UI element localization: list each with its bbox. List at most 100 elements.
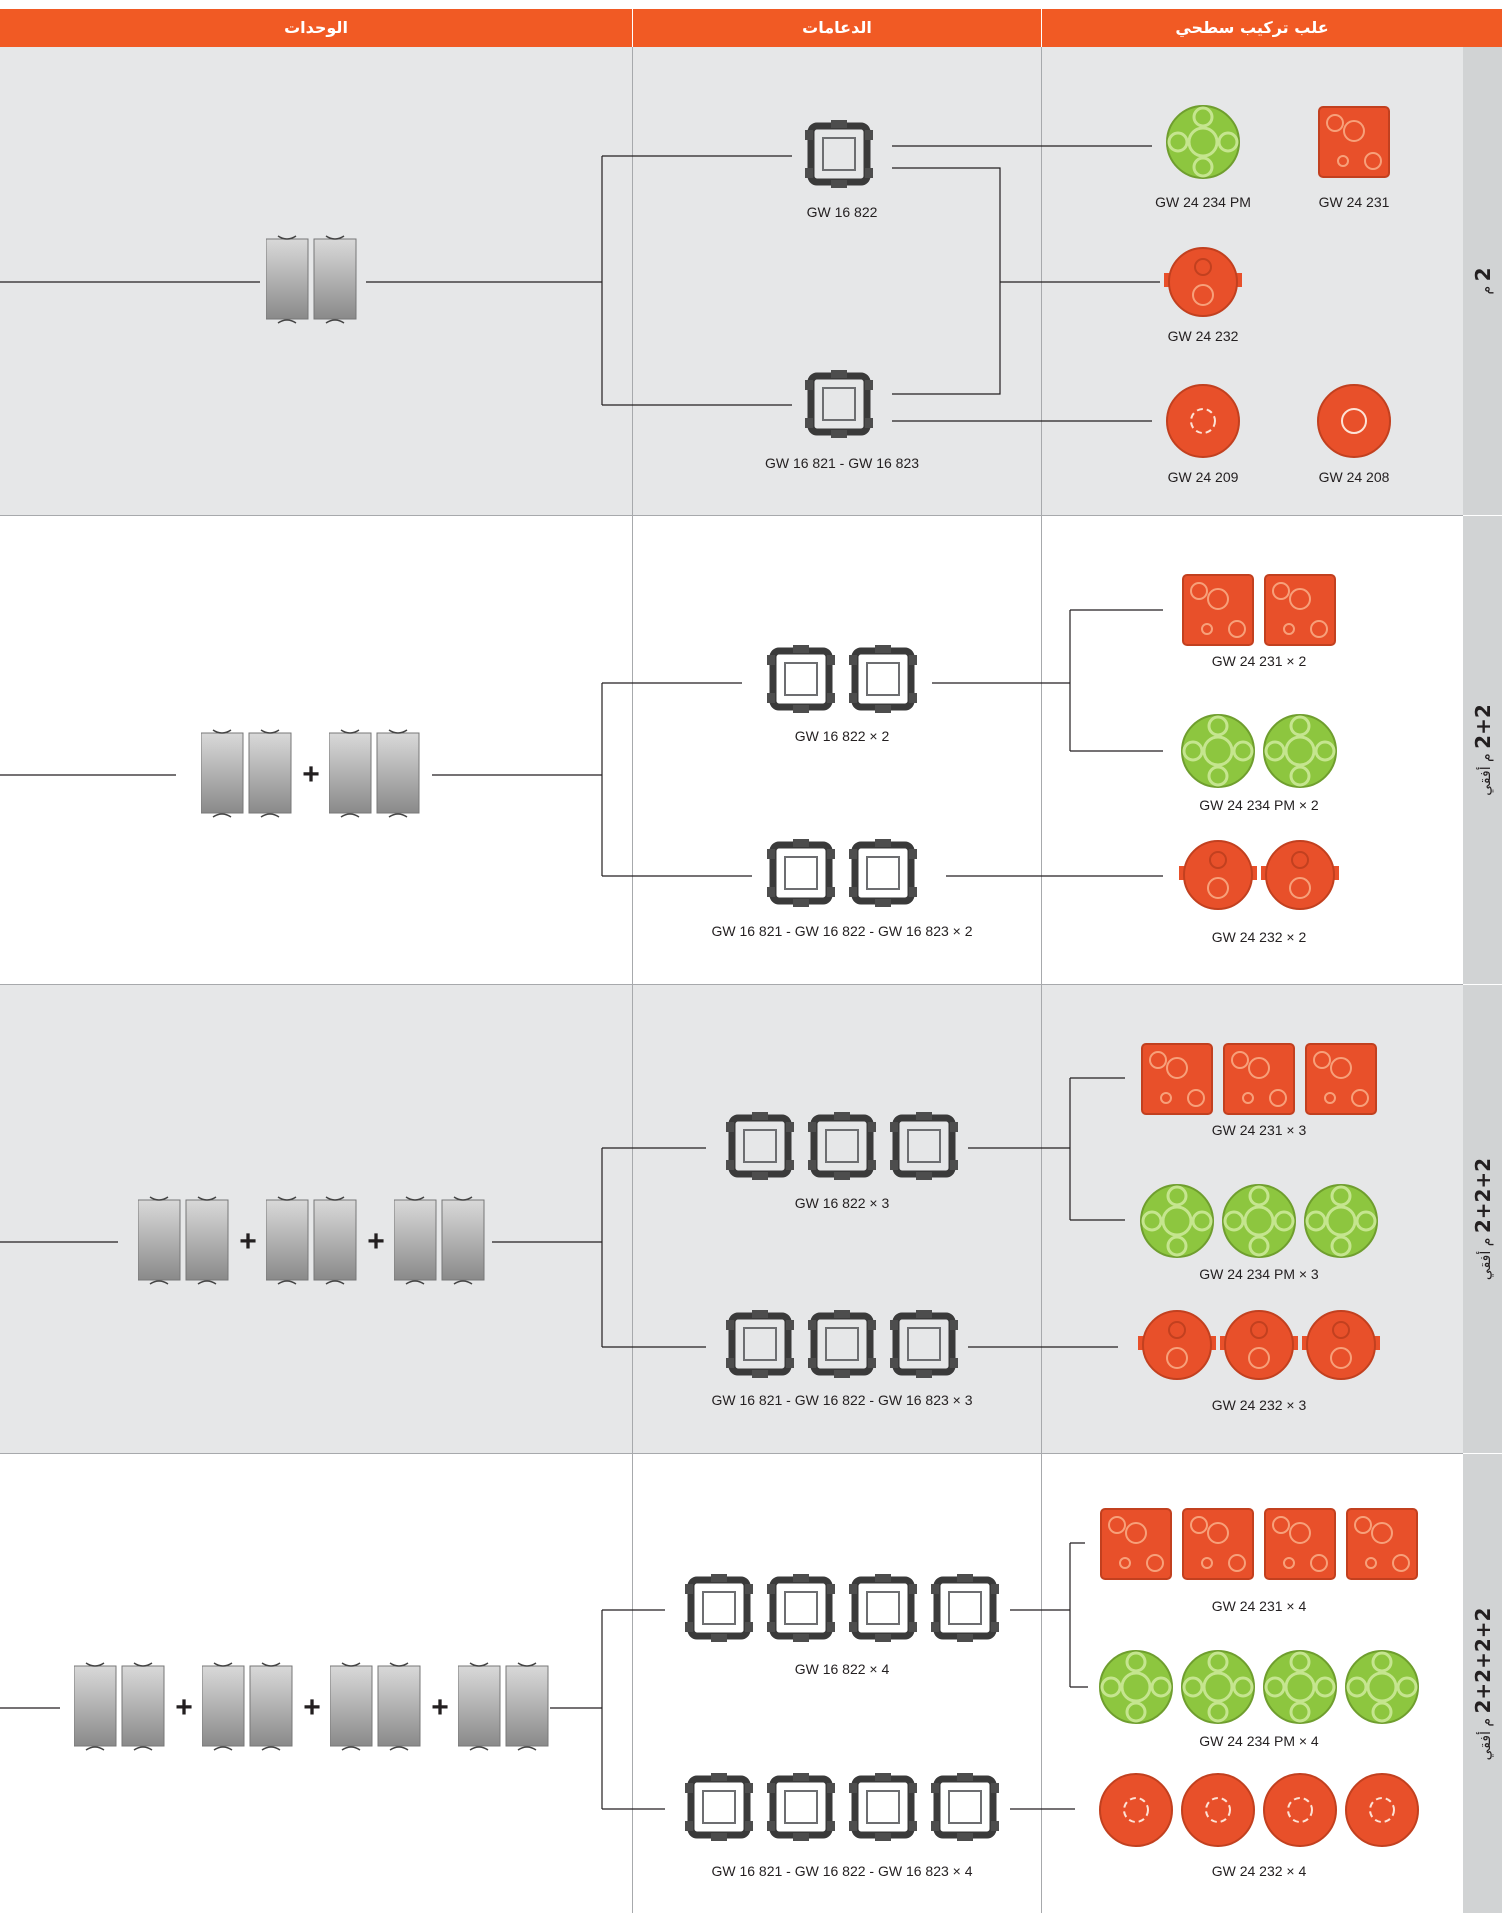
header-divider [1041,9,1042,47]
header-units: الوحدات [284,18,348,37]
box-code: GW 24 208 [1318,469,1390,485]
red-round-box-icon [1261,838,1339,919]
header-boxes: علب تركيب سطحي [1175,18,1329,37]
red-round-box-icon [1164,245,1242,326]
header-supports: الدعامات [802,18,872,37]
support-frame-icon [683,1574,755,1649]
support-frame-icon [683,1773,755,1848]
plus-sign: + [175,1691,193,1724]
plus-sign: + [367,1225,385,1258]
support-code: GW 16 821 - GW 16 823 [764,455,920,471]
switch-module-icon [201,1660,294,1759]
switch-module-icon [328,727,421,826]
row-divider [0,984,1463,985]
green-round-box-icon [1097,1648,1175,1731]
box-code: GW 24 231 [1318,194,1390,210]
green-round-box-icon [1179,1648,1257,1731]
red-square-box-icon [1261,1505,1339,1588]
box-code: GW 24 231 × 2 [1211,653,1307,669]
support-frame-icon [888,1112,960,1187]
row-label-bg [1463,985,1502,1453]
switch-module-icon [457,1660,550,1759]
support-frame-icon [806,1112,878,1187]
box-code: GW 24 231 × 3 [1211,1122,1307,1138]
box-code: GW 24 209 [1167,469,1239,485]
red-round-box-icon [1097,1771,1175,1854]
row-label-bg [1463,516,1502,984]
support-frame-icon [765,1574,837,1649]
red-round-box-icon [1179,1771,1257,1854]
plus-sign: + [431,1691,449,1724]
box-code: GW 24 232 × 3 [1211,1397,1307,1413]
red-round-box-icon [1220,1308,1298,1389]
red-round-box-icon [1164,382,1242,465]
plus-sign: + [303,1691,321,1724]
green-round-box-icon [1164,103,1242,186]
row-background [0,984,1463,1453]
box-code: GW 24 234 PM [1155,194,1251,210]
row-label-bg [1463,1454,1502,1913]
support-frame-icon [765,645,837,720]
red-square-box-icon [1261,571,1339,654]
row-divider [0,1453,1463,1454]
switch-module-icon [265,1194,358,1293]
red-round-box-icon [1179,838,1257,919]
green-round-box-icon [1261,1648,1339,1731]
red-square-box-icon [1179,1505,1257,1588]
red-round-box-icon [1343,1771,1421,1854]
support-frame-icon [847,839,919,914]
switch-module-icon [137,1194,230,1293]
support-frame-icon [847,645,919,720]
support-code: GW 16 821 - GW 16 822 - GW 16 823 × 4 [711,1863,973,1879]
support-frame-icon [765,839,837,914]
column-divider [1041,47,1042,1913]
box-code: GW 24 232 [1167,328,1239,344]
plus-sign: + [302,758,320,791]
switch-module-icon [329,1660,422,1759]
support-code: GW 16 822 × 3 [794,1195,890,1211]
support-frame-icon [803,120,875,195]
support-frame-icon [724,1310,796,1385]
green-round-box-icon [1179,712,1257,795]
red-round-box-icon [1138,1308,1216,1389]
support-frame-icon [929,1574,1001,1649]
red-square-box-icon [1179,571,1257,654]
support-code: GW 16 822 × 4 [794,1661,890,1677]
support-code: GW 16 821 - GW 16 822 - GW 16 823 × 2 [711,923,973,939]
support-frame-icon [806,1310,878,1385]
box-code: GW 24 234 PM × 4 [1199,1733,1319,1749]
green-round-box-icon [1343,1648,1421,1731]
box-code: GW 24 234 PM × 3 [1199,1266,1319,1282]
table-header: الوحدات الدعامات علب تركيب سطحي [0,9,1502,47]
support-frame-icon [724,1112,796,1187]
switch-module-icon [393,1194,486,1293]
green-round-box-icon [1302,1182,1380,1265]
support-code: GW 16 822 [806,204,878,220]
red-round-box-icon [1261,1771,1339,1854]
red-square-box-icon [1097,1505,1175,1588]
support-frame-icon [765,1773,837,1848]
column-divider [632,47,633,1913]
green-round-box-icon [1138,1182,1216,1265]
red-round-box-icon [1302,1308,1380,1389]
switch-module-icon [265,233,358,332]
green-round-box-icon [1261,712,1339,795]
box-code: GW 24 232 × 4 [1211,1863,1307,1879]
switch-module-icon [200,727,293,826]
support-frame-icon [888,1310,960,1385]
red-square-box-icon [1343,1505,1421,1588]
plus-sign: + [239,1225,257,1258]
switch-module-icon [73,1660,166,1759]
red-square-box-icon [1220,1040,1298,1123]
row-divider [0,515,1463,516]
red-square-box-icon [1138,1040,1216,1123]
box-code: GW 24 234 PM × 2 [1199,797,1319,813]
box-code: GW 24 232 × 2 [1211,929,1307,945]
support-code: GW 16 822 × 2 [794,728,890,744]
box-code: GW 24 231 × 4 [1211,1598,1307,1614]
support-frame-icon [929,1773,1001,1848]
support-frame-icon [847,1574,919,1649]
red-square-box-icon [1302,1040,1380,1123]
green-round-box-icon [1220,1182,1298,1265]
